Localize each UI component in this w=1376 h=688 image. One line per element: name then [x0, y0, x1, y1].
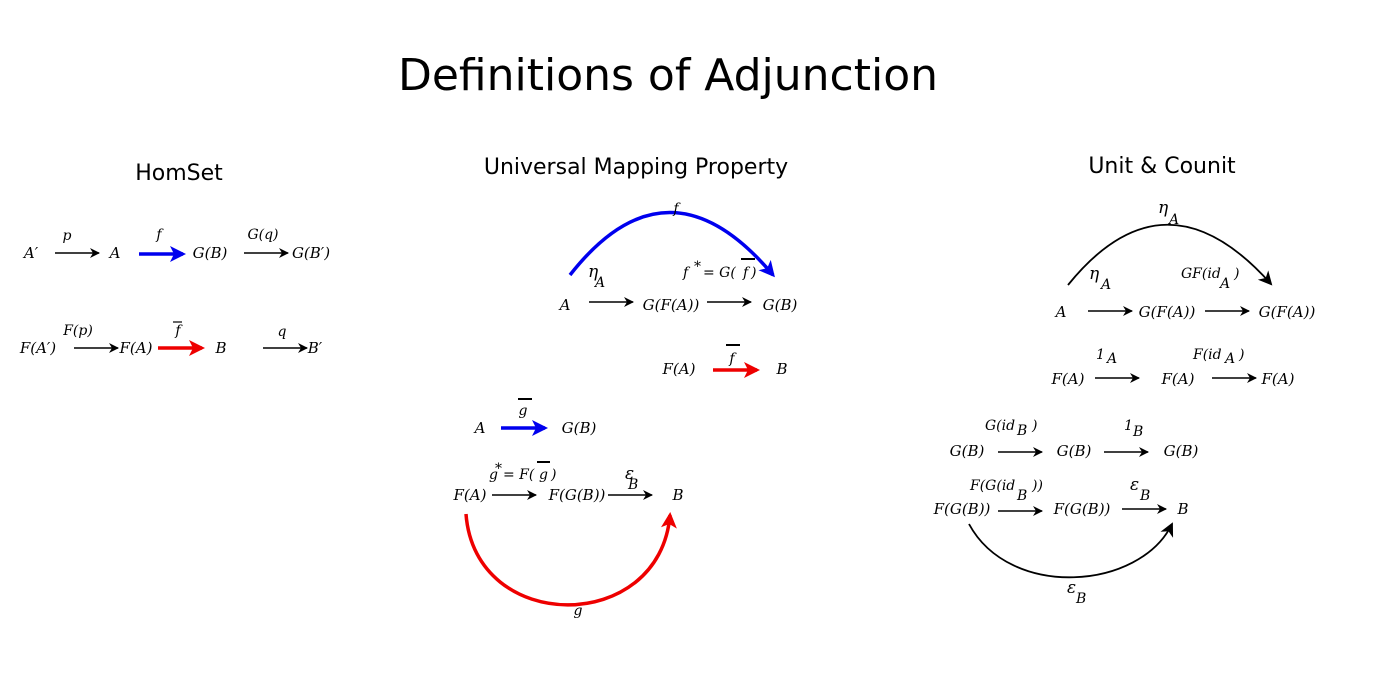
ump-heading: Universal Mapping Property	[484, 155, 788, 180]
ump-label-gstar-star: *	[495, 461, 502, 477]
uc-arc-eps	[968, 522, 1174, 579]
ump-node-gfa: G(F(A))	[643, 296, 700, 314]
ump-label-eta: η	[588, 262, 599, 282]
ump-label-star: *	[694, 259, 701, 275]
uc-label-gfid-close: )	[1233, 266, 1239, 282]
page-title: Definitions of Adjunction	[398, 50, 938, 101]
uc-label-eta: η	[1089, 264, 1100, 284]
uc-heading: Unit & Counit	[1088, 154, 1236, 179]
uc-label-one-a: 1	[1096, 347, 1105, 363]
homset-node-b-prime: B′	[307, 339, 323, 357]
homset-label-fbar: f	[174, 323, 183, 339]
homset-label-gq: G(q)	[247, 227, 278, 243]
uc-node-b: B	[1176, 500, 1188, 518]
uc-node-fgb-1: F(G(B))	[933, 500, 991, 518]
ump-label-eq-g: = G(	[703, 265, 736, 281]
uc-node-gb-1: G(B)	[950, 442, 985, 460]
ump-label-fstar: f	[682, 265, 691, 281]
ump-node-a-top: A	[558, 296, 571, 314]
uc-label-fgid-close: ))	[1031, 478, 1043, 494]
ump-node-fa-mid: F(A)	[662, 360, 696, 378]
homset-node-a: A	[108, 244, 121, 262]
homset-section: HomSet A′ p A f G(B) G(q) G(B′) F(A′) F(…	[19, 161, 330, 357]
uc-label-fgid-sub: B	[1016, 488, 1027, 504]
uc-section: Unit & Counit η A η A GF(id A ) A G(F(A)…	[933, 154, 1316, 607]
homset-label-p: p	[63, 228, 72, 244]
uc-node-fa-1: F(A)	[1051, 370, 1085, 388]
uc-label-eta-arc: η	[1158, 198, 1169, 218]
uc-label-gfid-sub: A	[1218, 276, 1230, 292]
homset-node-gb: G(B)	[193, 244, 228, 262]
ump-label-eq-f: = F(	[503, 467, 535, 483]
ump-node-fa-bottom: F(A)	[453, 486, 487, 504]
ump-node-b-mid: B	[775, 360, 787, 378]
uc-label-fid-close: )	[1238, 347, 1244, 363]
ump-label-close: )	[750, 265, 756, 281]
ump-label-gbar: g	[519, 403, 528, 419]
uc-label-eps-arc: ε	[1067, 578, 1076, 598]
ump-label-eps-sub: B	[627, 477, 638, 493]
homset-node-fa: F(A)	[119, 339, 153, 357]
ump-label-eps: ε	[625, 464, 634, 484]
uc-label-one-a-sub: A	[1105, 351, 1117, 367]
homset-node-gb-prime: G(B′)	[292, 244, 330, 262]
ump-node-gb-bottom: G(B)	[562, 419, 597, 437]
ump-node-a-bottom: A	[473, 419, 486, 437]
uc-label-gid-sub: B	[1016, 423, 1027, 439]
ump-label-gclose: )	[550, 467, 556, 483]
uc-label-gid: G(id	[985, 418, 1015, 434]
homset-label-q: q	[278, 324, 287, 340]
uc-node-a: A	[1054, 303, 1067, 321]
uc-label-gid-close: )	[1031, 418, 1037, 434]
uc-node-gb-3: G(B)	[1164, 442, 1199, 460]
uc-label-fgid: F(G(id	[969, 478, 1015, 494]
homset-node-a-prime: A′	[22, 244, 39, 262]
uc-label-eps: ε	[1130, 475, 1139, 495]
ump-node-gb-top: G(B)	[763, 296, 798, 314]
uc-label-fid-sub: A	[1223, 351, 1235, 367]
homset-node-b: B	[214, 339, 226, 357]
homset-label-fp: F(p)	[62, 323, 93, 339]
uc-label-gfid: GF(id	[1181, 266, 1221, 282]
uc-label-one-b: 1	[1124, 418, 1133, 434]
homset-node-fa-prime: F(A′)	[19, 339, 56, 357]
ump-label-gstar: g	[489, 467, 498, 483]
uc-label-fid: F(id	[1192, 347, 1222, 363]
uc-node-gb-2: G(B)	[1057, 442, 1092, 460]
uc-node-fgb-2: F(G(B))	[1053, 500, 1111, 518]
ump-label-gbar-inner: g	[539, 467, 548, 483]
ump-label-fbar-inner: f	[742, 265, 751, 281]
uc-node-fa-3: F(A)	[1261, 370, 1295, 388]
uc-label-eta-sub: A	[1099, 277, 1111, 293]
uc-label-one-b-sub: B	[1132, 424, 1143, 440]
ump-label-g-arc: g	[574, 603, 583, 619]
homset-heading: HomSet	[135, 161, 223, 186]
uc-node-gfa-1: G(F(A))	[1139, 303, 1196, 321]
ump-label-eta-sub: A	[593, 275, 605, 291]
ump-label-fbar-mid: f	[728, 351, 737, 367]
ump-section: Universal Mapping Property f η A f * = G…	[453, 155, 798, 619]
ump-node-fgb: F(G(B))	[548, 486, 606, 504]
ump-node-b-bottom: B	[671, 486, 683, 504]
homset-label-f: f	[155, 227, 164, 243]
uc-node-fa-2: F(A)	[1161, 370, 1195, 388]
uc-arc-eta	[1067, 224, 1273, 286]
ump-arc-g	[464, 512, 677, 607]
uc-node-gfa-2: G(F(A))	[1259, 303, 1316, 321]
ump-label-f-arc: f	[672, 201, 681, 217]
uc-label-eps-arc-sub: B	[1075, 591, 1086, 607]
uc-label-eps-sub: B	[1139, 488, 1150, 504]
uc-label-eta-arc-sub: A	[1167, 212, 1179, 228]
ump-arc-f	[568, 210, 775, 278]
